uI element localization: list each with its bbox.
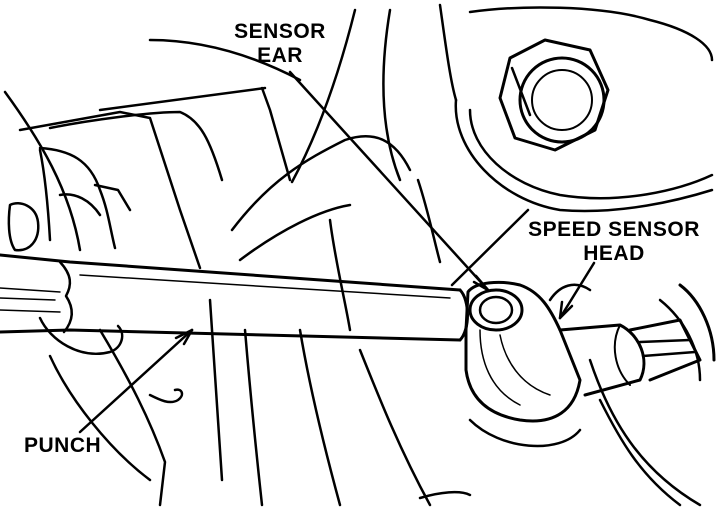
callout-punch-line-1: PUNCH [24,434,102,457]
transmission-housing [3,8,442,507]
bolt-flange [438,3,714,213]
speed-sensor [418,280,716,507]
callout-sensor-ear-line-1: SENSOR [234,20,326,43]
punch-tool [0,253,469,342]
mounting-bolt [498,38,610,152]
callout-punch: PUNCH [24,434,101,458]
callout-sensor-ear-line-2: EAR [257,44,303,67]
leader-lines [78,70,596,434]
callout-sensor-ear: SENSOR EAR [228,20,332,68]
hand [7,146,184,507]
callout-speed-sensor-head-line-1: SPEED SENSOR [528,218,700,241]
callout-speed-sensor-head: SPEED SENSOR HEAD [526,218,702,266]
callout-speed-sensor-head-line-2: HEAD [583,242,645,265]
